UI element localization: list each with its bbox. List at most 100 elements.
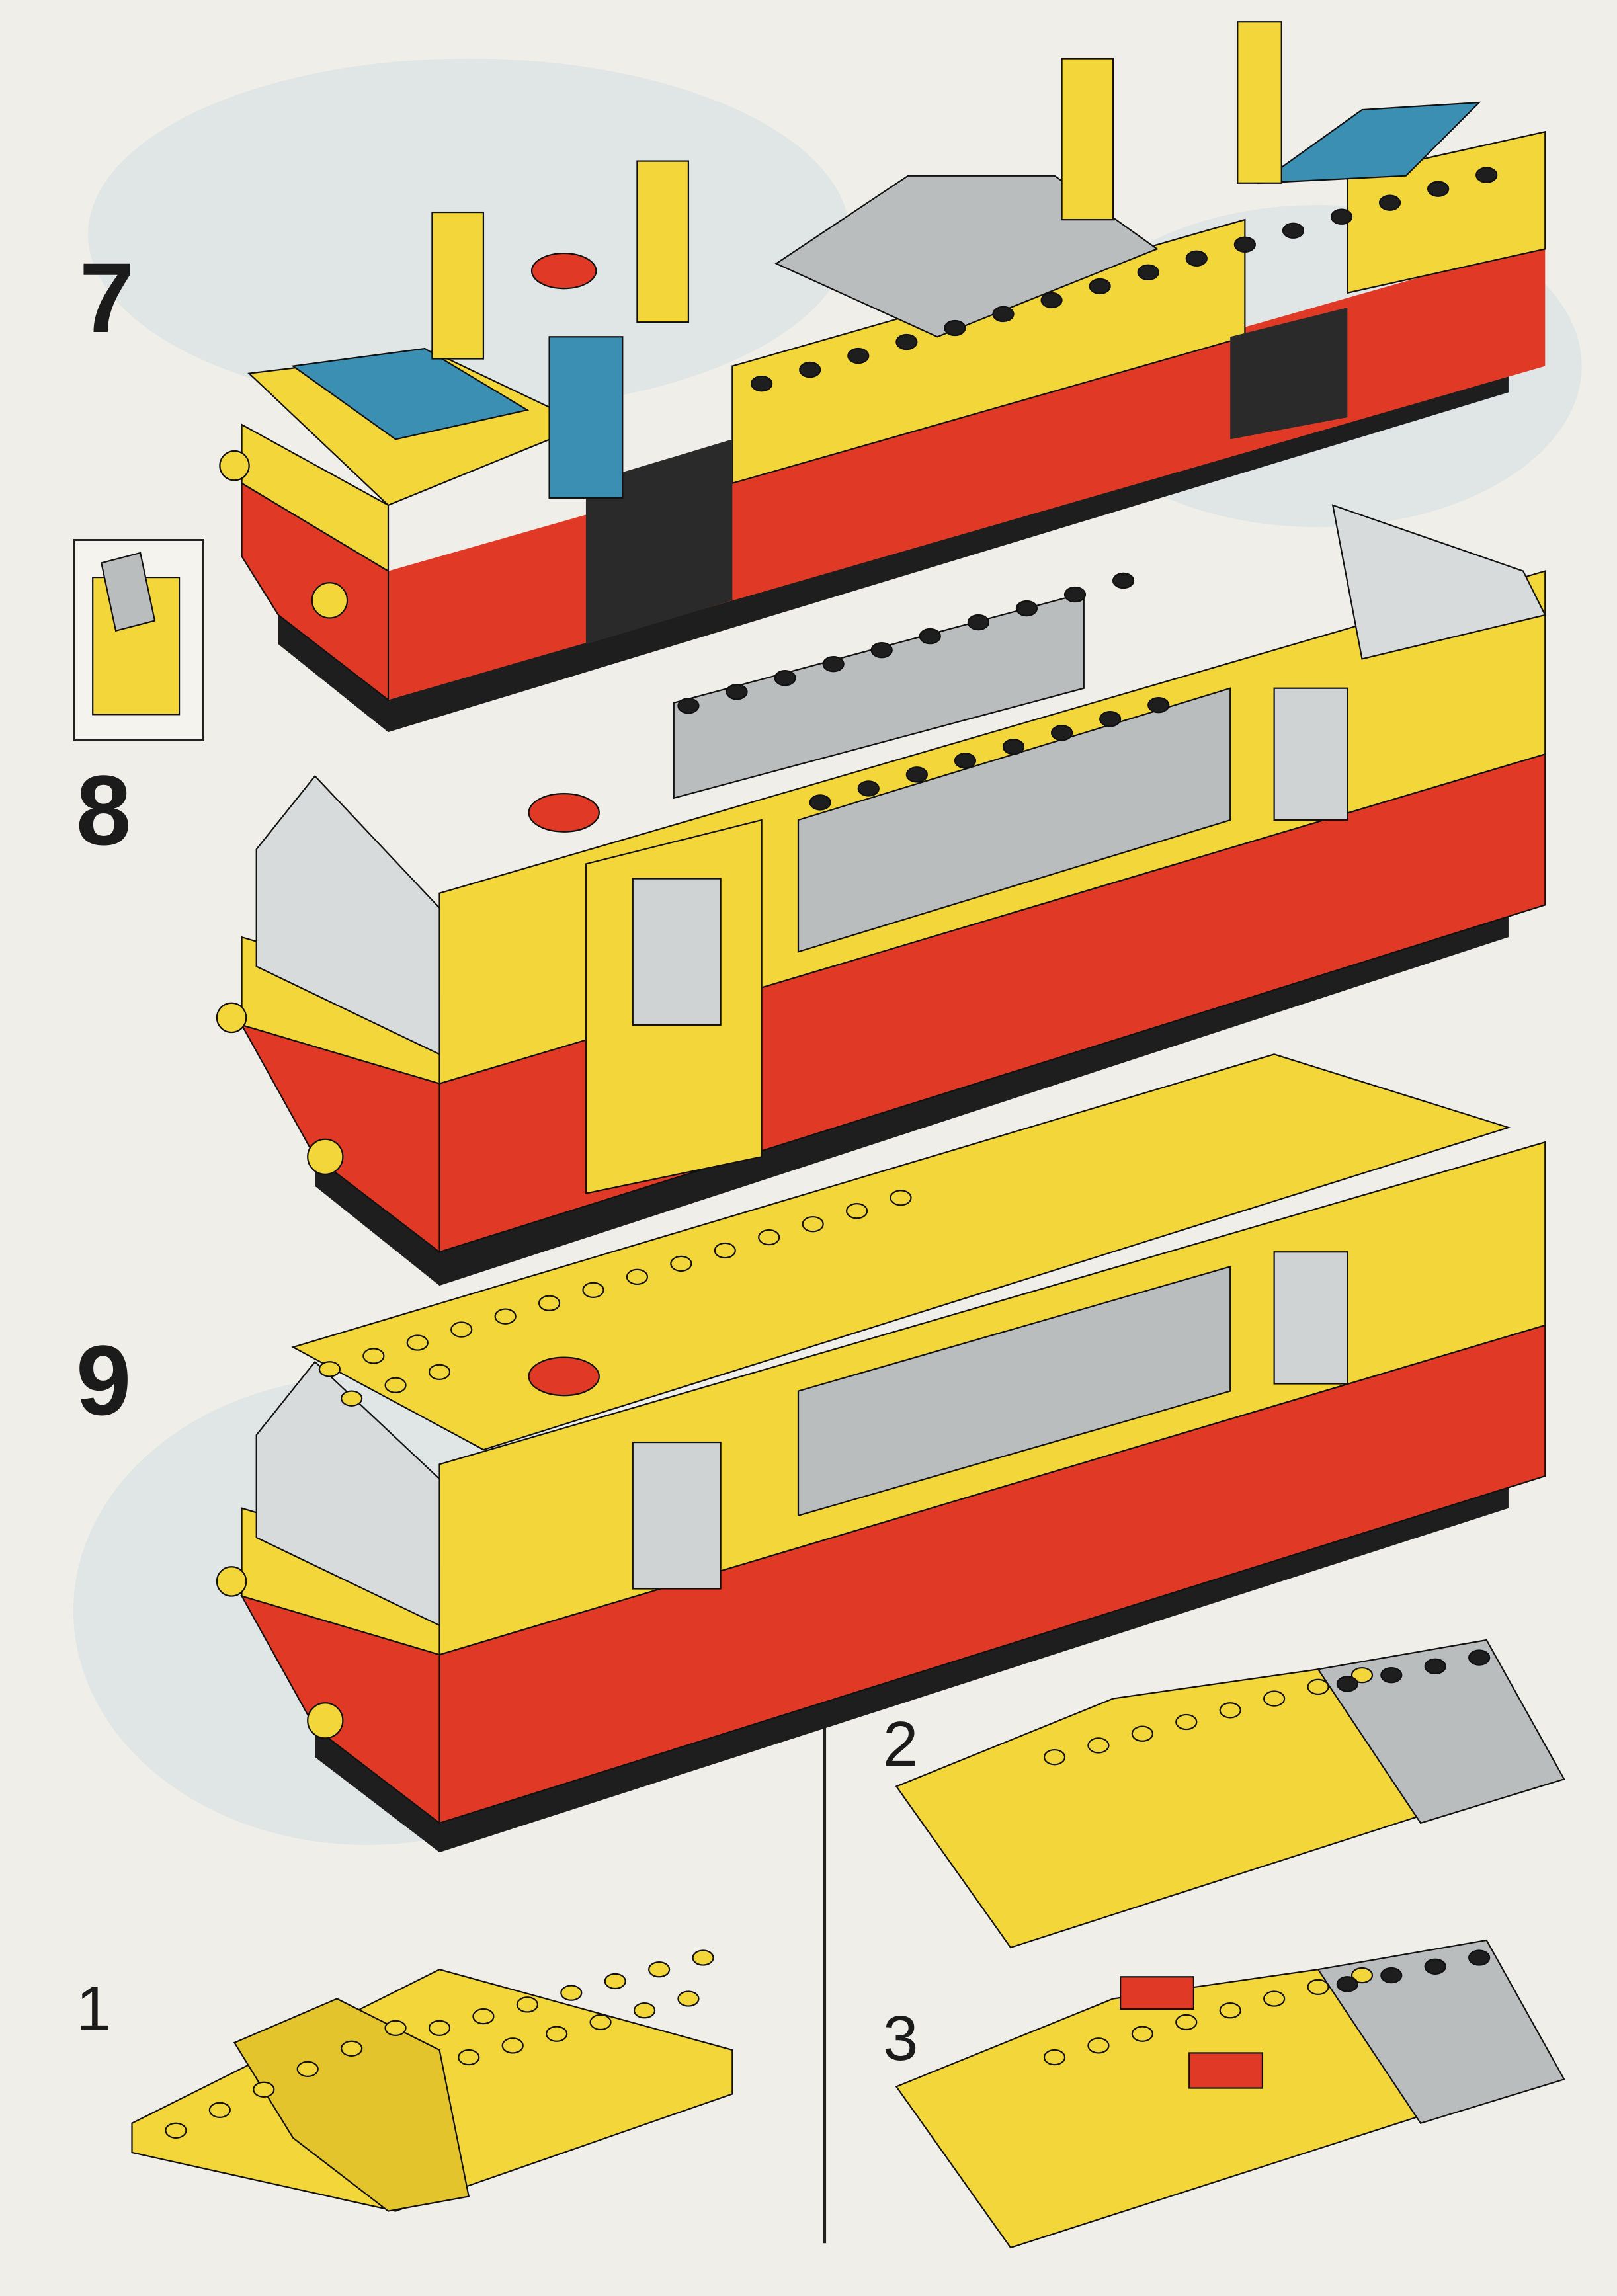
stud	[890, 1190, 912, 1206]
stud	[589, 2014, 612, 2031]
stud	[1089, 278, 1111, 295]
stud	[1336, 1976, 1358, 1992]
stud	[538, 1295, 561, 1311]
tram-step-9	[216, 1053, 1546, 1853]
stud	[1424, 1958, 1446, 1975]
stud	[472, 2008, 495, 2025]
stud	[546, 2026, 568, 2042]
stud	[967, 614, 989, 631]
stud	[1380, 1666, 1403, 1684]
studs-layer	[165, 167, 1498, 2139]
subassembly-step-1	[131, 1969, 733, 2212]
stud	[870, 641, 893, 659]
stud	[604, 1973, 626, 1990]
stud	[1131, 1725, 1153, 1742]
step-number-9: 9	[76, 1325, 132, 1436]
stud	[428, 2020, 451, 2036]
subassembly-step-3	[895, 1939, 1565, 2249]
stud	[458, 2049, 480, 2066]
stud	[845, 1203, 868, 1219]
stud	[1307, 1678, 1329, 1696]
stud	[1043, 1748, 1066, 1766]
stud	[362, 1348, 385, 1364]
stud	[1131, 2026, 1153, 2042]
stud	[1307, 1979, 1329, 1995]
stud	[318, 1361, 341, 1377]
stud	[944, 319, 966, 337]
stud	[633, 2002, 656, 2019]
step-number-8: 8	[76, 755, 132, 866]
substep-number-2: 2	[883, 1709, 919, 1780]
stud	[1147, 697, 1170, 714]
stud	[822, 656, 845, 673]
stud	[626, 1268, 649, 1286]
stud	[1137, 264, 1159, 281]
stud	[726, 684, 748, 700]
stud	[1087, 1737, 1110, 1754]
stud	[516, 1996, 538, 2013]
stud	[714, 1242, 736, 1259]
stud	[1002, 739, 1025, 755]
stud	[809, 794, 831, 811]
stud	[582, 1282, 604, 1298]
stud	[406, 1334, 429, 1351]
stud	[165, 2122, 187, 2139]
stud	[1175, 2014, 1198, 2031]
stud	[774, 670, 796, 686]
stud	[1015, 600, 1038, 617]
subassembly-step-2	[895, 1639, 1565, 1949]
stud	[670, 1255, 692, 1272]
stud	[1175, 1713, 1198, 1731]
stud	[954, 753, 977, 769]
stud	[1468, 1649, 1491, 1666]
stud	[1378, 194, 1401, 211]
stud	[341, 2040, 363, 2057]
stud	[1350, 1967, 1374, 1984]
stud	[1427, 181, 1450, 197]
stud	[751, 375, 773, 392]
stud	[692, 1949, 714, 1966]
stud	[428, 1364, 451, 1380]
stud	[1350, 1666, 1374, 1684]
stud	[341, 1390, 363, 1407]
stud	[905, 766, 928, 783]
substep-number-3: 3	[883, 2003, 919, 2074]
stud	[799, 361, 821, 378]
stud	[1233, 236, 1256, 253]
stud	[847, 347, 870, 364]
stud	[1468, 1949, 1491, 1966]
stud	[560, 1985, 583, 2001]
phone-booth-detail-icon	[92, 552, 181, 716]
stud	[1424, 1658, 1446, 1675]
stud	[208, 2102, 231, 2118]
stud	[296, 2061, 319, 2077]
stud	[1112, 572, 1135, 589]
substep-number-1: 1	[76, 1973, 112, 2044]
inset-detail-box	[73, 539, 204, 741]
stud	[1219, 2002, 1241, 2019]
stud	[1380, 1967, 1403, 1984]
stud	[1263, 1690, 1286, 1707]
stud	[992, 306, 1015, 323]
tram-step-8	[216, 504, 1546, 1286]
stud	[1336, 1676, 1358, 1692]
stud	[501, 2037, 524, 2054]
stud	[1282, 222, 1305, 239]
stud	[802, 1215, 824, 1233]
stud	[494, 1308, 517, 1325]
stud	[1330, 208, 1353, 225]
stud	[919, 628, 941, 645]
stud	[253, 2081, 275, 2098]
stud	[384, 1377, 407, 1393]
stud	[1040, 292, 1063, 309]
stud	[1185, 250, 1208, 267]
stud	[677, 1990, 700, 2007]
stud	[1063, 586, 1087, 603]
stud	[1050, 725, 1073, 741]
stud	[677, 698, 700, 714]
stud	[857, 780, 880, 797]
stud	[1043, 2049, 1066, 2066]
step-number-7: 7	[79, 242, 135, 353]
